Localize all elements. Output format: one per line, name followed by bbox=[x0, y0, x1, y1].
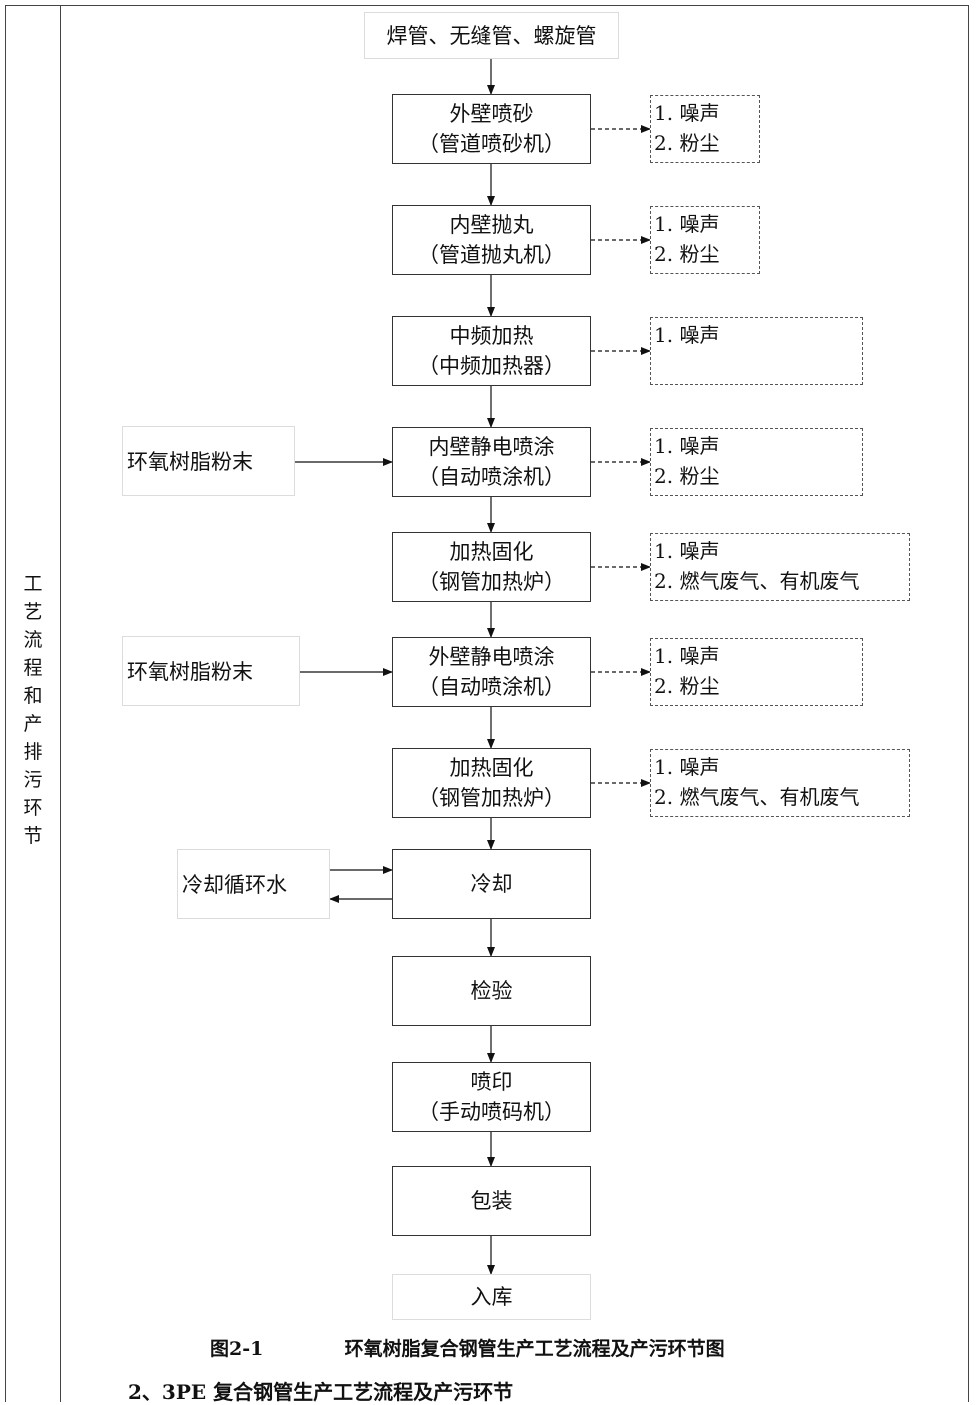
emission-note: 1. 噪声 2. 粉尘 bbox=[650, 638, 863, 706]
step-line1: 焊管、无缝管、螺旋管 bbox=[386, 23, 597, 48]
input-label: 环氧树脂粉末 bbox=[127, 450, 253, 474]
emission-item: 1. 噪声 bbox=[654, 539, 720, 563]
step-outer-spray: 外壁静电喷涂 （自动喷涂机） bbox=[392, 637, 591, 707]
step-line1: 中频加热 bbox=[449, 324, 534, 348]
step-line2: （中频加热器） bbox=[418, 354, 565, 378]
sidebar-char: 排 bbox=[23, 741, 43, 763]
emission-note: 1. 噪声 2. 粉尘 bbox=[650, 428, 863, 496]
step-line1: 内壁抛丸 bbox=[449, 213, 534, 237]
step-line1: 外壁喷砂 bbox=[449, 102, 534, 126]
step-line2: （管道喷砂机） bbox=[418, 132, 565, 156]
step-line2: （手动喷码机） bbox=[418, 1100, 565, 1124]
step-raw-pipes: 焊管、无缝管、螺旋管 bbox=[364, 12, 619, 59]
sidebar-char: 程 bbox=[23, 657, 43, 679]
step-line1: 冷却 bbox=[470, 872, 513, 896]
step-line1: 入库 bbox=[470, 1285, 513, 1309]
emission-item: 1. 噪声 bbox=[654, 323, 720, 347]
input-epoxy-powder-2: 环氧树脂粉末 bbox=[122, 636, 300, 706]
emission-item: 2. 粉尘 bbox=[654, 464, 720, 488]
step-cooling: 冷却 bbox=[392, 849, 591, 919]
step-inspection: 检验 bbox=[392, 956, 591, 1026]
step-line1: 加热固化 bbox=[449, 540, 534, 564]
step-packaging: 包装 bbox=[392, 1166, 591, 1236]
emission-item: 2. 粉尘 bbox=[654, 242, 720, 266]
step-line1: 检验 bbox=[470, 979, 513, 1003]
step-line1: 加热固化 bbox=[449, 756, 534, 780]
input-cooling-water: 冷却循环水 bbox=[177, 849, 330, 919]
input-label: 冷却循环水 bbox=[182, 873, 287, 897]
step-line1: 外壁静电喷涂 bbox=[428, 645, 555, 669]
figure-number: 图2-1 bbox=[210, 1338, 264, 1360]
emission-item: 2. 粉尘 bbox=[654, 131, 720, 155]
table-frame bbox=[5, 5, 969, 1402]
sidebar-char: 节 bbox=[23, 825, 43, 847]
step-line2: （管道抛丸机） bbox=[418, 243, 565, 267]
step-line2: （钢管加热炉） bbox=[418, 786, 565, 810]
emission-note: 1. 噪声 2. 粉尘 bbox=[650, 206, 760, 274]
input-label: 环氧树脂粉末 bbox=[127, 660, 253, 684]
emission-note: 1. 噪声 bbox=[650, 317, 863, 385]
step-storage: 入库 bbox=[392, 1274, 591, 1320]
sidebar-char: 和 bbox=[23, 685, 43, 707]
step-inner-shotblast: 内壁抛丸 （管道抛丸机） bbox=[392, 205, 591, 275]
step-mid-freq-heating: 中频加热 （中频加热器） bbox=[392, 316, 591, 386]
step-marking: 喷印 （手动喷码机） bbox=[392, 1062, 591, 1132]
step-line1: 喷印 bbox=[470, 1070, 513, 1094]
step-line2: （自动喷涂机） bbox=[418, 465, 565, 489]
emission-item: 1. 噪声 bbox=[654, 101, 720, 125]
emission-item: 1. 噪声 bbox=[654, 755, 720, 779]
step-curing-1: 加热固化 （钢管加热炉） bbox=[392, 532, 591, 602]
emission-item: 1. 噪声 bbox=[654, 212, 720, 236]
sidebar-char: 艺 bbox=[23, 601, 43, 623]
sidebar-char: 流 bbox=[23, 629, 43, 651]
emission-item: 2. 燃气废气、有机废气 bbox=[654, 785, 860, 809]
step-line1: 内壁静电喷涂 bbox=[428, 435, 555, 459]
emission-item: 2. 燃气废气、有机废气 bbox=[654, 569, 860, 593]
sidebar-char: 污 bbox=[23, 769, 43, 791]
emission-note: 1. 噪声 2. 粉尘 bbox=[650, 95, 760, 163]
figure-title: 环氧树脂复合钢管生产工艺流程及产污环节图 bbox=[344, 1338, 725, 1360]
emission-note: 1. 噪声 2. 燃气废气、有机废气 bbox=[650, 749, 910, 817]
sidebar-char: 产 bbox=[23, 713, 43, 735]
step-line2: （自动喷涂机） bbox=[418, 675, 565, 699]
step-line2: （钢管加热炉） bbox=[418, 570, 565, 594]
step-inner-spray: 内壁静电喷涂 （自动喷涂机） bbox=[392, 427, 591, 497]
figure-caption: 图2-1 环氧树脂复合钢管生产工艺流程及产污环节图 bbox=[210, 1334, 725, 1361]
section-heading: 2、3PE 复合钢管生产工艺流程及产污环节 bbox=[128, 1380, 514, 1404]
label-column bbox=[5, 5, 61, 1402]
step-line1: 包装 bbox=[470, 1189, 513, 1213]
step-curing-2: 加热固化 （钢管加热炉） bbox=[392, 748, 591, 818]
emission-item: 2. 粉尘 bbox=[654, 674, 720, 698]
input-epoxy-powder-1: 环氧树脂粉末 bbox=[122, 426, 295, 496]
sidebar-char: 环 bbox=[23, 797, 43, 819]
sidebar-label: 工艺流程和产排污环节 bbox=[5, 570, 61, 850]
step-outer-sandblast: 外壁喷砂 （管道喷砂机） bbox=[392, 94, 591, 164]
emission-item: 1. 噪声 bbox=[654, 434, 720, 458]
sidebar-char: 工 bbox=[23, 573, 43, 595]
emission-note: 1. 噪声 2. 燃气废气、有机废气 bbox=[650, 533, 910, 601]
emission-item: 1. 噪声 bbox=[654, 644, 720, 668]
